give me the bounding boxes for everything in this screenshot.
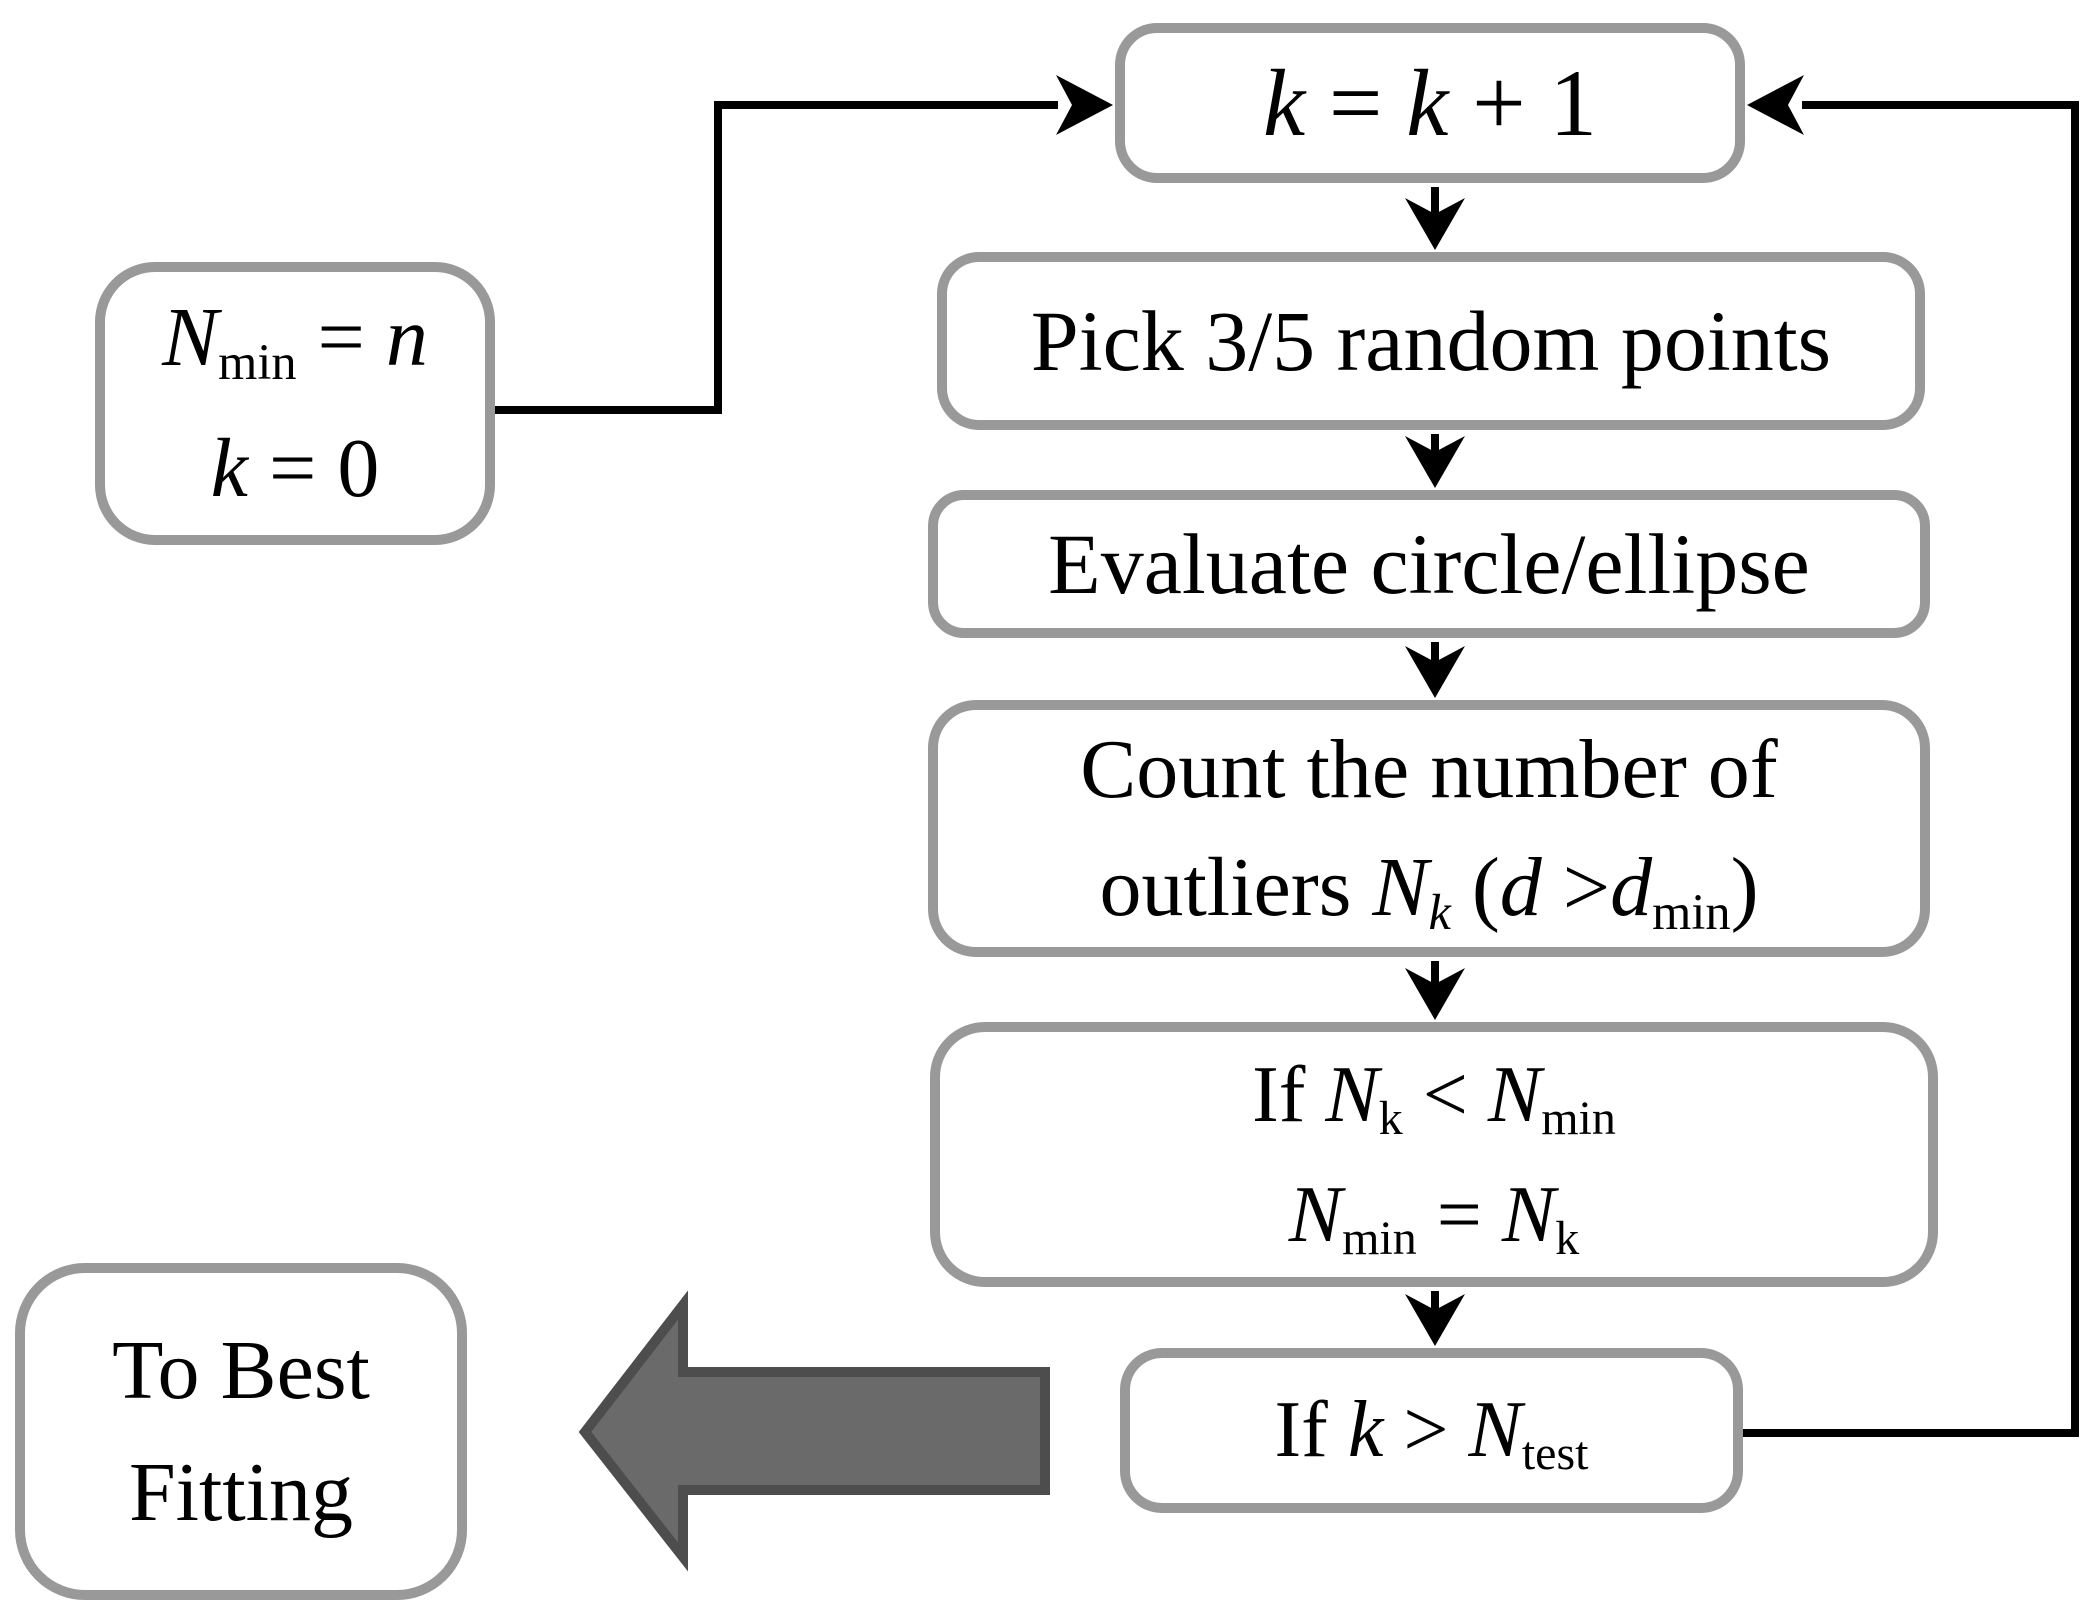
test-n-symbol: N (1468, 1386, 1522, 1474)
connector-test-loop (1743, 101, 2079, 1437)
update-lt: < (1402, 1050, 1488, 1139)
init-eq1: = (296, 291, 386, 385)
update-s4: k (1555, 1211, 1580, 1265)
count-n-subscript: k (1428, 883, 1451, 940)
update-n4: N (1501, 1170, 1556, 1259)
count-line2: outliers Nk (d >dmin) (1099, 829, 1758, 947)
node-evaluate-circle-ellipse: Evaluate circle/ellipse (928, 490, 1930, 638)
increment-formula: k = k + 1 (1263, 48, 1597, 158)
test-k-symbol: k (1347, 1386, 1384, 1474)
update-n3: N (1288, 1170, 1343, 1259)
init-k-symbol: k (210, 421, 248, 515)
update-eq: = (1416, 1170, 1502, 1259)
arrowhead-pick-to-evaluate-icon (1405, 436, 1465, 488)
node-to-best-fitting: To Best Fitting (15, 1263, 467, 1600)
arrowhead-into-increment-left-icon (1056, 75, 1113, 135)
update-n1: N (1325, 1050, 1379, 1139)
arrowhead-evaluate-to-count-icon (1405, 646, 1465, 698)
node-test-iterations: If k > Ntest (1120, 1348, 1743, 1513)
connector-init-to-increment (495, 101, 1058, 414)
init-n-subscript: min (218, 334, 297, 391)
count-line1: Count the number of (1080, 722, 1778, 816)
block-arrow-to-best-fitting-icon (578, 1290, 1050, 1572)
best-line2: Fitting (128, 1445, 354, 1539)
increment-plus-one: + 1 (1448, 50, 1597, 156)
count-d2-symbol: d (1610, 840, 1653, 934)
arrowhead-increment-to-pick-icon (1405, 198, 1465, 250)
init-line2: k = 0 (211, 404, 380, 534)
node-increment-k: k = k + 1 (1115, 23, 1745, 183)
update-if-word: If (1252, 1050, 1326, 1139)
count-paren-open: ( (1450, 840, 1500, 934)
test-formula: If k > Ntest (1274, 1385, 1589, 1480)
init-n-symbol: N (162, 291, 219, 385)
init-line1: Nmin = n (162, 273, 428, 403)
update-s1: k (1378, 1091, 1403, 1145)
count-paren-close: ) (1730, 840, 1759, 934)
count-n-symbol: N (1372, 840, 1429, 934)
test-if-word: If (1274, 1386, 1348, 1474)
update-line2: Nmin = Nk (1289, 1155, 1580, 1275)
best-line1: To Best (112, 1323, 370, 1417)
increment-eq: = (1305, 50, 1407, 156)
pick-label: Pick 3/5 random points (1030, 293, 1832, 389)
count-d1-symbol: d (1499, 840, 1542, 934)
count-gt: > (1541, 840, 1611, 934)
node-count-outliers: Count the number of outliers Nk (d >dmin… (928, 700, 1930, 957)
update-s2: min (1541, 1091, 1616, 1145)
arrowhead-into-increment-right-icon (1747, 75, 1804, 135)
increment-k2: k (1406, 50, 1449, 156)
update-n2: N (1487, 1050, 1542, 1139)
node-pick-random-points: Pick 3/5 random points (937, 252, 1925, 430)
increment-k1: k (1263, 50, 1306, 156)
init-rhs: n (385, 291, 428, 385)
test-gt: > (1383, 1386, 1469, 1474)
arrowhead-count-to-update-icon (1405, 968, 1465, 1020)
node-update-min: If Nk < Nmin Nmin = Nk (930, 1022, 1938, 1287)
test-n-subscript: test (1521, 1427, 1589, 1481)
evaluate-label: Evaluate circle/ellipse (1048, 516, 1810, 612)
count-outliers-word: outliers (1099, 840, 1373, 934)
update-s3: min (1342, 1211, 1417, 1265)
update-line1: If Nk < Nmin (1252, 1035, 1616, 1155)
node-initialize: Nmin = n k = 0 (95, 262, 495, 545)
count-d-subscript: min (1652, 883, 1731, 940)
arrowhead-update-to-test-icon (1405, 1294, 1465, 1346)
init-eq2: = 0 (247, 421, 380, 515)
